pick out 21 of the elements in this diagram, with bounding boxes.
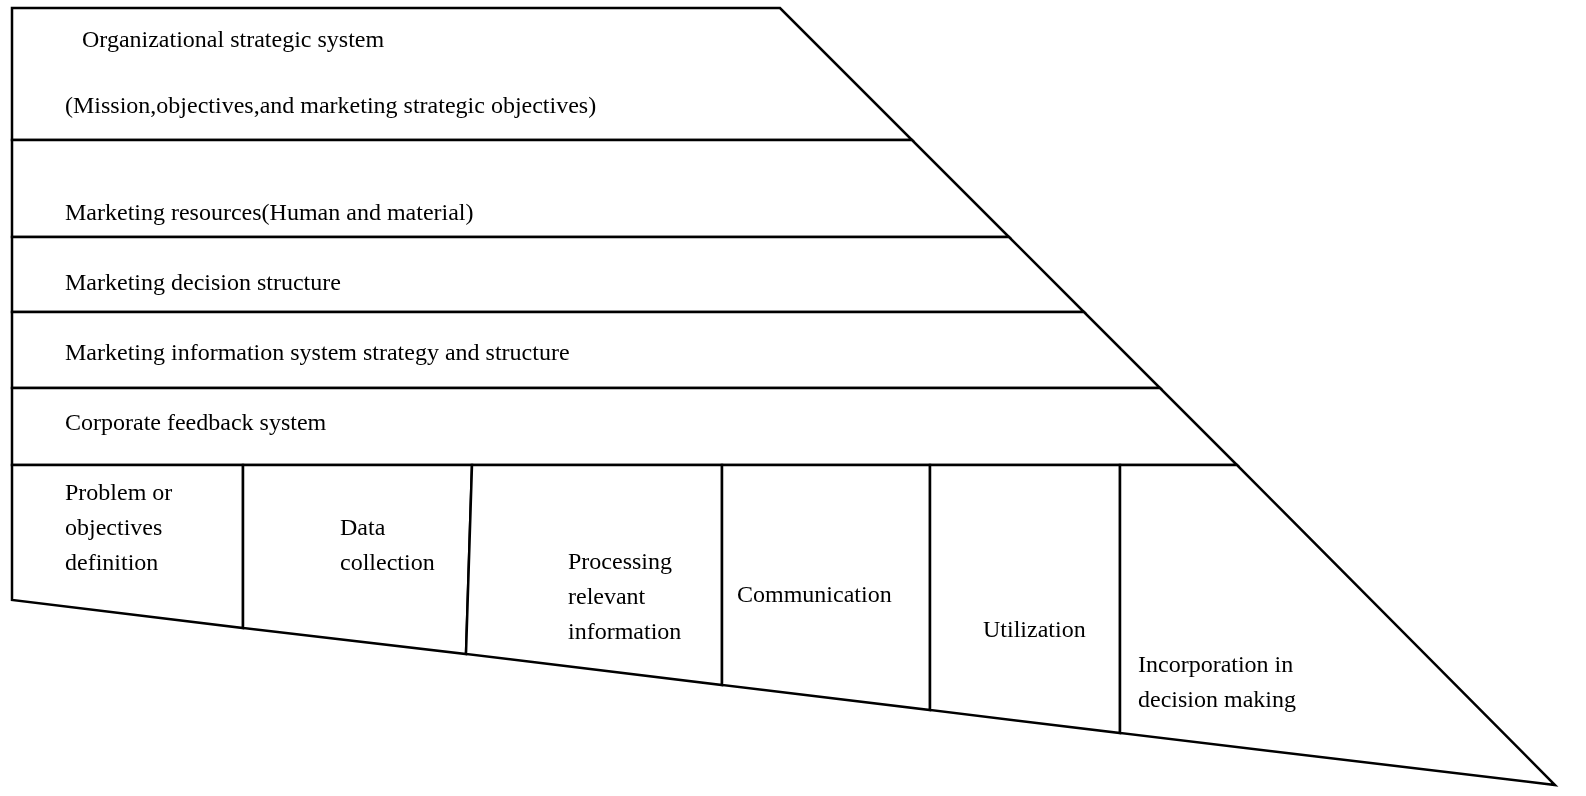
stage-label: Data collection — [340, 513, 436, 577]
stage-cell — [243, 465, 472, 654]
stage-cell — [12, 465, 243, 628]
band-note: (Mission,objectives,and marketing strategic objectives) — [65, 91, 597, 120]
band — [12, 140, 1009, 237]
band — [12, 8, 912, 140]
band-label: Marketing resources(Human and material) — [65, 198, 474, 227]
stage-cell — [930, 465, 1120, 733]
stage-label: Communication — [737, 580, 892, 609]
stage-label: Utilization — [983, 615, 1086, 644]
band-label: Marketing decision structure — [65, 268, 341, 297]
band-label: Organizational strategic system — [82, 25, 385, 54]
band — [12, 312, 1160, 388]
band-label: Marketing information system strategy and structure — [65, 338, 570, 367]
stage-cell — [722, 465, 930, 710]
stage-cell — [466, 465, 722, 685]
band-label: Corporate feedback system — [65, 408, 327, 437]
stage-label: Processing relevant information — [568, 547, 683, 646]
band — [12, 237, 1084, 312]
stage-label: Incorporation in decision making — [1138, 650, 1297, 714]
stage-label: Problem or objectives definition — [65, 478, 174, 577]
